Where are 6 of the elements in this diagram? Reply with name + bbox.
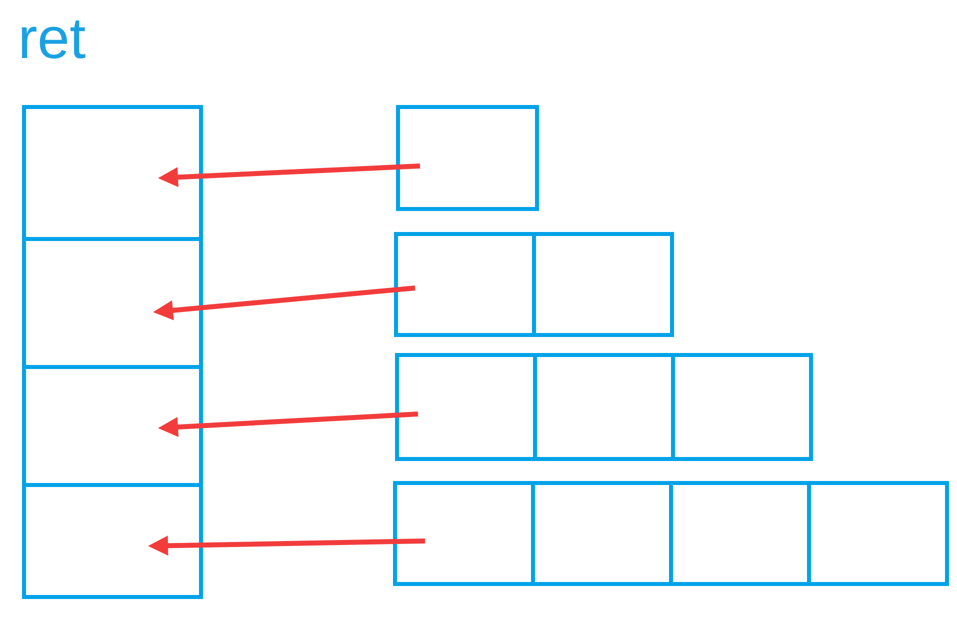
arrow xyxy=(158,412,418,437)
title: ret xyxy=(18,5,86,73)
arrow xyxy=(153,286,416,320)
arrow xyxy=(148,536,426,556)
array-cell xyxy=(396,105,539,211)
arrow xyxy=(158,164,420,188)
